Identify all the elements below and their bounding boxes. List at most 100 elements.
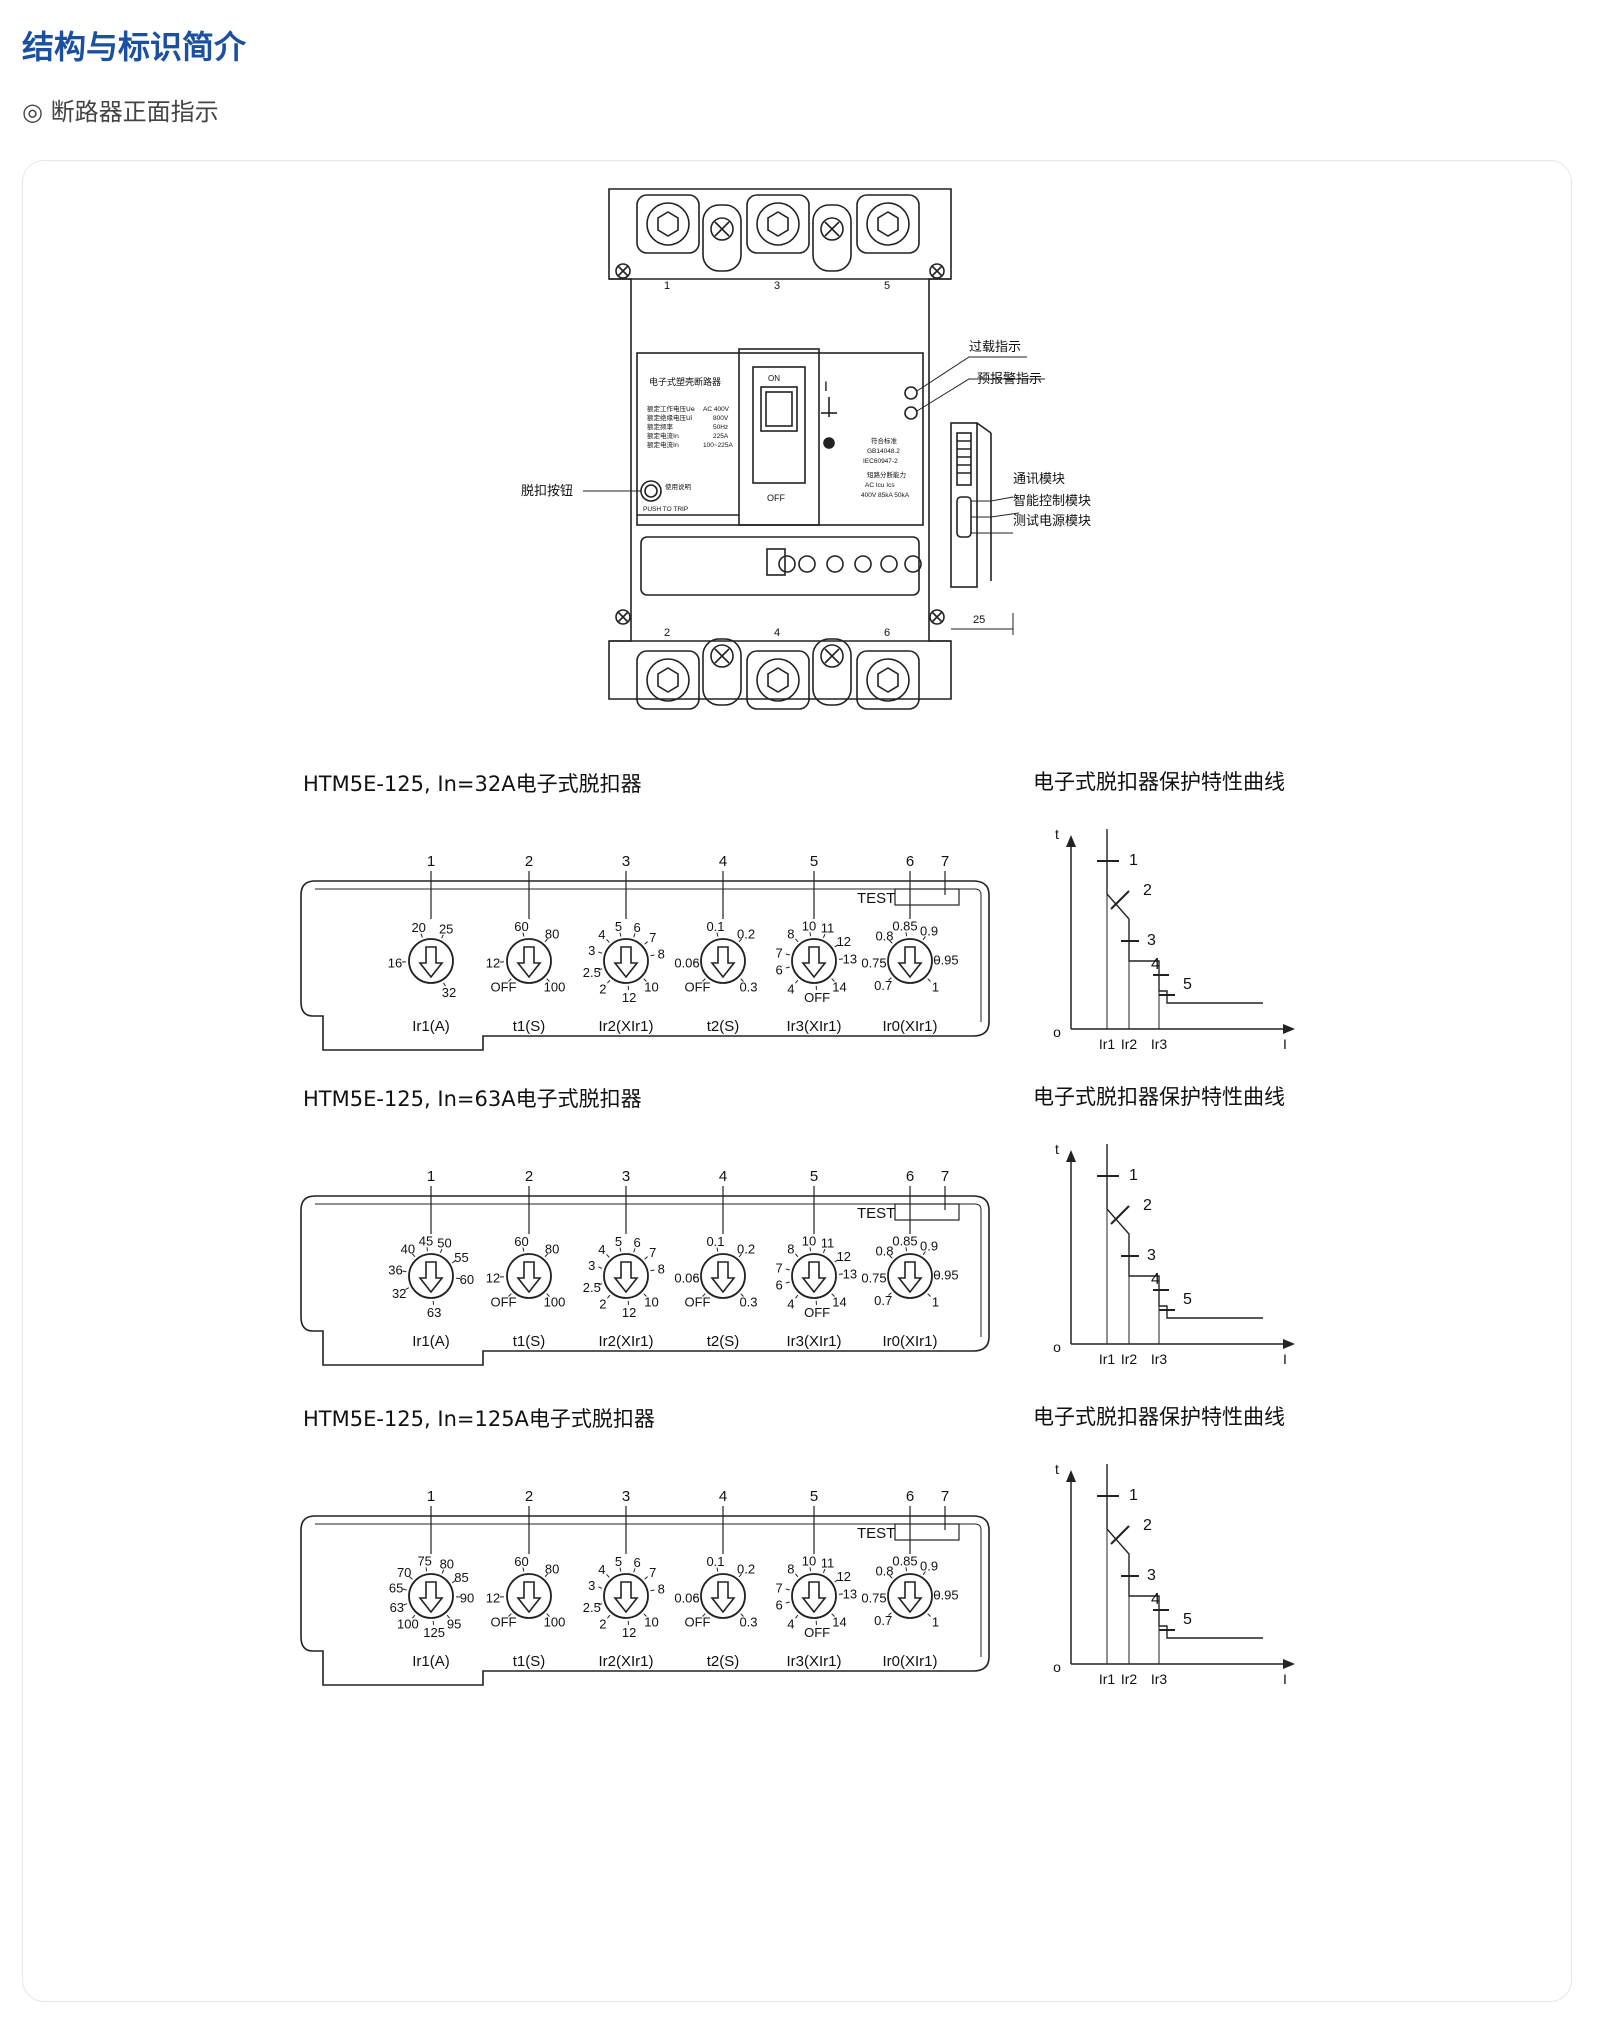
dial-tick: [888, 1612, 892, 1616]
dial-tick: [607, 1294, 611, 1299]
dial-number: 5: [810, 1168, 818, 1185]
curve-x-label: Ir2: [1121, 1351, 1138, 1367]
dial-scale-label: 12: [622, 1305, 636, 1320]
dial-scale-label: 0.7: [874, 1613, 892, 1628]
dial-number: 7: [941, 1488, 949, 1505]
dial-tick: [905, 1247, 907, 1252]
dial-tick: [809, 1247, 811, 1252]
test-label: TEST: [857, 890, 895, 907]
dial-tick: [598, 1283, 603, 1286]
dial-tick: [822, 1568, 826, 1573]
dial-knob[interactable]: [700, 1253, 746, 1299]
dial-scale-label: 63: [390, 1600, 404, 1615]
curve-x-label: Ir2: [1121, 1036, 1138, 1052]
dial-name: Ir2(XIr1): [598, 1018, 653, 1035]
dial-knob[interactable]: [887, 1253, 933, 1299]
dial-tick: [888, 977, 892, 981]
dial-tick: [412, 1614, 416, 1619]
dial-scale-label: 4: [787, 1297, 794, 1312]
dial-tick: [927, 1613, 931, 1617]
axis-origin-label: o: [1053, 1339, 1061, 1355]
breaker-labels: 1 3 5 2 4 6 电子式塑壳断路器 额定工作电压Ue AC 400V 额定…: [521, 280, 1091, 639]
dial-knob[interactable]: [887, 938, 933, 984]
dial-knob[interactable]: [408, 1573, 454, 1619]
dial-scale-label: 4: [598, 927, 605, 942]
dial-knob[interactable]: [603, 1253, 649, 1299]
dial-knob[interactable]: [791, 1573, 837, 1619]
dial-knob[interactable]: [506, 1573, 552, 1619]
dial-tick: [508, 1293, 512, 1297]
curve-marker: 4: [1151, 956, 1160, 973]
curve-x-label: Ir3: [1151, 1351, 1168, 1367]
dial-knob[interactable]: [408, 938, 454, 984]
axis-origin-label: o: [1053, 1024, 1061, 1040]
dial-knob[interactable]: [506, 938, 552, 984]
dial-scale-label: 10: [802, 918, 816, 933]
dial-knob[interactable]: [791, 938, 837, 984]
dial-tick: [544, 938, 548, 943]
dial-tick: [643, 978, 647, 982]
curve-axes: [1070, 839, 1291, 1030]
dial-knob[interactable]: [603, 938, 649, 984]
axis-t-label: t: [1055, 1461, 1059, 1477]
dial-tick: [785, 966, 790, 969]
dial-scale-label: 0.7: [874, 1293, 892, 1308]
dial-scale-label: 90: [460, 1590, 474, 1605]
axis-t-label: t: [1055, 826, 1059, 842]
handle-on-label: ON: [768, 374, 780, 383]
curve-marker: 5: [1183, 1611, 1192, 1628]
dial-tick: [740, 1613, 744, 1617]
curve-marker: 3: [1147, 1567, 1156, 1584]
test-button: [894, 1203, 960, 1221]
dial-tick: [643, 1613, 647, 1617]
curve-line: [1106, 1144, 1263, 1319]
dial-number: 6: [906, 853, 914, 870]
axis-t-label: t: [1055, 1141, 1059, 1157]
trip-panel-inner: [315, 888, 982, 1022]
dial-arrow-icon: [710, 946, 736, 979]
dial-tick: [643, 1293, 647, 1297]
handle-off-label: OFF: [767, 493, 785, 503]
dial-knob[interactable]: [887, 1573, 933, 1619]
dial-scale-label: 100: [544, 980, 566, 995]
dial-scale-label: 12: [837, 1249, 851, 1264]
dial-number: 4: [719, 1168, 727, 1185]
dial-knob[interactable]: [700, 938, 746, 984]
dial-arrow-icon: [801, 1581, 827, 1614]
dial-knob[interactable]: [700, 1573, 746, 1619]
dial-number: 2: [525, 1168, 533, 1185]
dial-knob[interactable]: [791, 1253, 837, 1299]
dial-name: Ir2(XIr1): [598, 1333, 653, 1350]
dial-scale-label: 0.95: [933, 953, 958, 968]
dial-scale-label: 45: [419, 1233, 433, 1248]
dial-knob[interactable]: [408, 1253, 454, 1299]
dial-scale-label: 6: [775, 1278, 782, 1293]
dial-knob[interactable]: [506, 1253, 552, 1299]
dial-knob[interactable]: [603, 1573, 649, 1619]
dial-tick: [831, 1293, 835, 1297]
callout-prealarm: 预报警指示: [977, 371, 1042, 387]
dial-scale-label: 8: [658, 1262, 665, 1277]
nameplate-title: 电子式塑壳断路器: [649, 376, 721, 388]
dial-scale-label: 0.75: [861, 1590, 886, 1605]
axis-i-label: I: [1283, 1671, 1287, 1687]
